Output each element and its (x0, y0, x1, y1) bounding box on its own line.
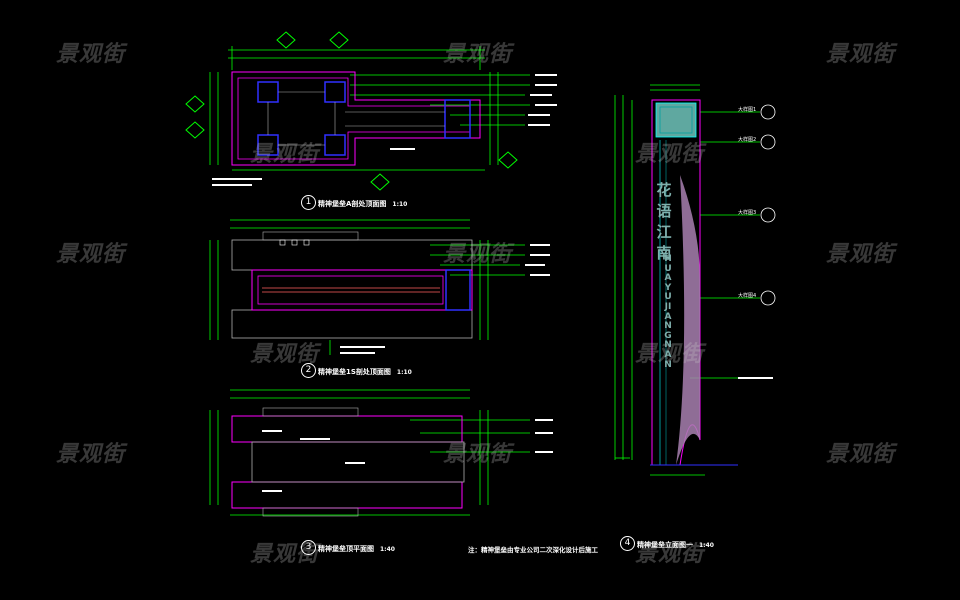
detail-callout: 大样图1 (738, 107, 757, 113)
drawing-title-2: 精神堡垒1S剖处顶面图 1:10 (318, 367, 412, 377)
drawing-number-1: 1 (301, 195, 316, 210)
dimension-lines (209, 46, 760, 516)
drawing-title-3: 精神堡垒顶平面图 1:40 (318, 544, 395, 554)
drawing-number-4: 4 (620, 536, 635, 551)
construction-note: 注：精神堡垒由专业公司二次深化设计后施工 (468, 546, 598, 554)
detail-callout: 大样图3 (738, 210, 757, 216)
drawing-title-4: 精神堡垒立面图一 1:40 (637, 540, 714, 550)
drawing-2-section (231, 231, 550, 354)
drawing-scale: 1:40 (380, 546, 395, 553)
drawing-1-section (185, 31, 557, 191)
drawing-scale: 1:10 (396, 369, 412, 376)
sign-pinyin-text: HUAYUJIANGNAN (664, 254, 672, 370)
drawing-title-1: 精神堡垒A剖处顶面图 1:10 (318, 199, 407, 209)
detail-callout: 大样图4 (738, 293, 757, 299)
detail-callout: 大样图2 (738, 137, 757, 143)
drawing-3-plan (231, 407, 553, 517)
drawing-number-3: 3 (301, 540, 316, 555)
drawing-title-text: 精神堡垒A剖处顶面图 (318, 200, 387, 208)
drawing-scale: 1:40 (699, 542, 714, 549)
drawing-title-text: 精神堡垒1S剖处顶面图 (318, 368, 391, 376)
drawing-title-text: 精神堡垒立面图一 (637, 541, 693, 549)
sign-chinese-text: 花语江南 (656, 181, 672, 262)
drawing-4-elevation (650, 99, 776, 466)
drawing-title-text: 精神堡垒顶平面图 (318, 545, 374, 553)
drawing-number-2: 2 (301, 363, 316, 378)
drawing-scale: 1:10 (392, 201, 408, 208)
